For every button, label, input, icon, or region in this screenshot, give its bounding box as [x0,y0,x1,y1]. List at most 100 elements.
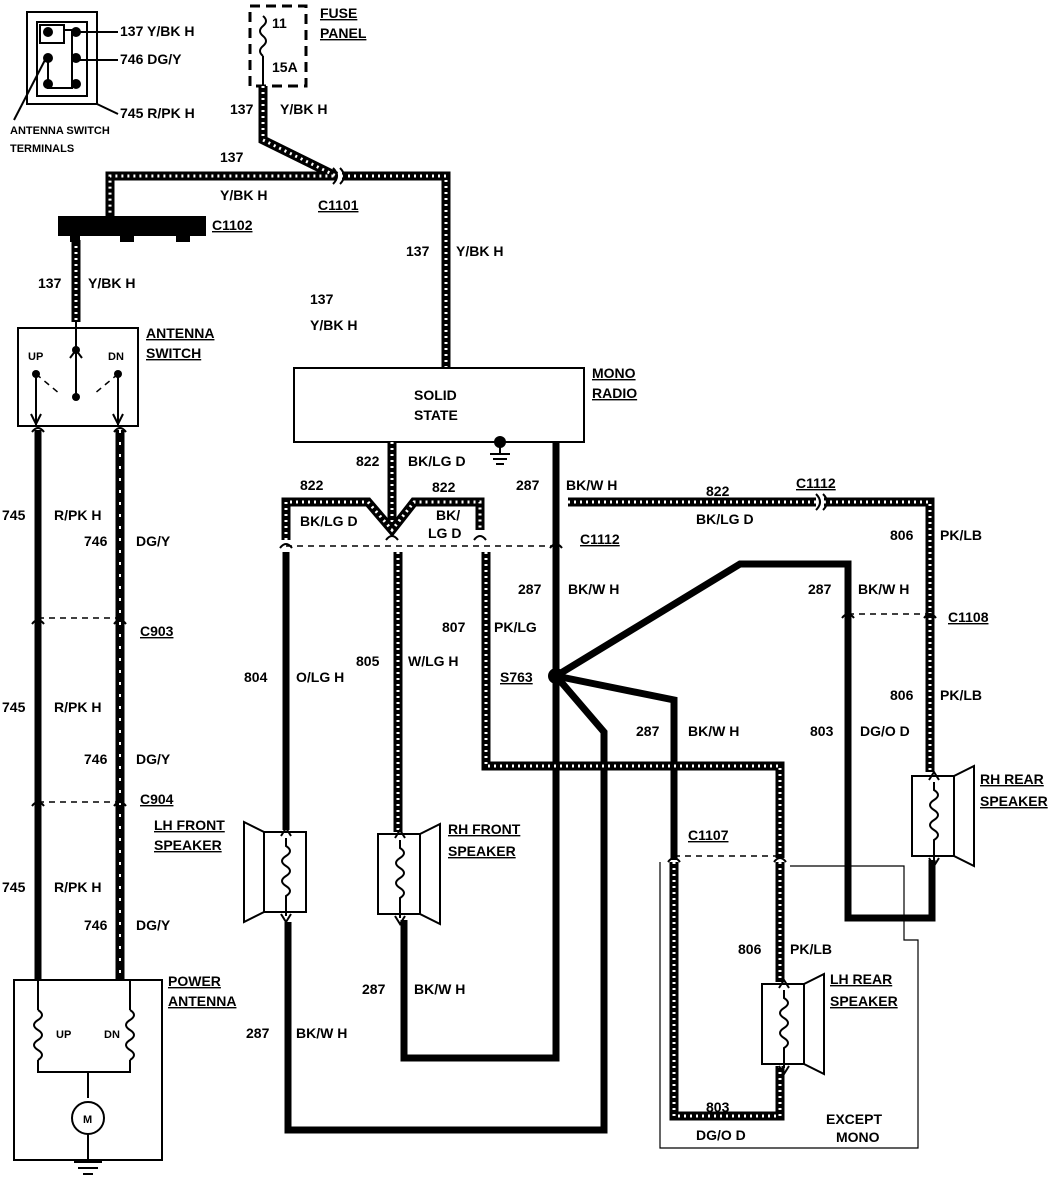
connector-c1112-mid: C1112 [580,531,620,547]
fuse-rating: 15A [272,59,298,75]
w803-r-num: 803 [810,723,834,739]
w287-top-col: BK/W H [566,477,617,493]
w287-r-col: BK/W H [858,581,909,597]
w287-mid-num: 287 [518,581,542,597]
rh-rear-speaker-label-line2: SPEAKER [980,793,1048,809]
w822-right-num: 822 [706,483,730,499]
w745-b-col: R/PK H [54,699,101,715]
w822-radio-col: BK/LG D [408,453,466,469]
splice-s763: S763 [500,669,533,685]
switch-dn-label: DN [108,351,124,363]
radio-label-line2: RADIO [592,385,637,401]
w807-col: PK/LG [494,619,537,635]
power-antenna-label-line1: POWER [168,973,221,989]
antenna-switch-terminals: 137 Y/BK H 746 DG/Y 745 R/PK H ANTENNA S… [10,11,195,155]
motor-dn-label: DN [104,1029,120,1041]
motor-up-label: UP [56,1029,71,1041]
w822-left-num: 822 [300,477,324,493]
terminal-pin-745-label: 745 R/PK H [120,105,195,121]
w287-mid-col: BK/W H [568,581,619,597]
wire-745-746 [31,427,127,980]
power-antenna-label-line2: ANTENNA [168,993,236,1009]
rh-rear-speaker-label-line1: RH REAR [980,771,1044,787]
lh-front-speaker [243,820,307,924]
w806-c-col: PK/LB [790,941,832,957]
w805-col: W/LG H [408,653,459,669]
w806-b-col: PK/LB [940,687,982,703]
w803-r-col: DG/O D [860,723,910,739]
rh-front-speaker [377,822,441,926]
except-mono-line1: EXCEPT [826,1111,882,1127]
radio-inner-line2: STATE [414,407,458,423]
w822-mid-col1: BK/ [436,507,460,523]
w137-fuse-col: Y/BK H [280,101,327,117]
terminals-caption-line1: ANTENNA SWITCH [10,125,110,137]
connector-c1102: C1102 [212,217,253,233]
w287-s-col: BK/W H [688,723,739,739]
connector-c1101: C1101 [318,197,359,213]
w822-left-col: BK/LG D [300,513,358,529]
fuse-panel: 11 15A FUSE PANEL [248,4,367,88]
w806-c-num: 806 [738,941,762,957]
fuse-panel-label-line2: PANEL [320,25,367,41]
connector-c1107-area [659,855,919,1149]
w822-right-col: BK/LG D [696,511,754,527]
connector-c1112 [279,535,563,549]
w746-c-num: 746 [84,917,108,933]
fuse-panel-label-line1: FUSE [320,5,357,21]
antenna-switch-label-line1: ANTENNA [146,325,214,341]
w746-c-col: DG/Y [136,917,171,933]
w803-b-col: DG/O D [696,1127,746,1143]
lh-rear-speaker-label-line2: SPEAKER [830,993,898,1009]
w745-b-num: 745 [2,699,26,715]
w745-a-num: 745 [2,507,26,523]
mono-radio: SOLID STATE [293,367,585,465]
connector-c1102-block [58,216,206,242]
antenna-switch: UP DN [17,322,139,427]
connector-c903: C903 [140,623,174,639]
rh-rear-speaker [911,764,975,868]
motor-symbol-label: M [83,1114,92,1126]
w137-radio-col: Y/BK H [456,243,503,259]
w137-fuse-num: 137 [230,101,254,117]
w822-mid-num: 822 [432,479,456,495]
w804-num: 804 [244,669,268,685]
w746-a-col: DG/Y [136,533,171,549]
w137-sw-col: Y/BK H [88,275,135,291]
w287-top-num: 287 [516,477,540,493]
w137-top-num: 137 [220,149,244,165]
terminal-pin-137-label: 137 Y/BK H [120,23,194,39]
wire-287-ground [284,442,936,1134]
lh-front-speaker-label-line1: LH FRONT [154,817,225,833]
w746-b-num: 746 [84,751,108,767]
w137-sw-num: 137 [38,275,62,291]
wire-807 [481,552,785,858]
connector-c1107: C1107 [688,827,729,843]
fuse-number: 11 [272,15,287,31]
wire-806-rh [815,493,937,772]
power-antenna: UP DN M [13,979,163,1175]
rh-front-speaker-label-line2: SPEAKER [448,843,516,859]
w746-a-num: 746 [84,533,108,549]
w805-num: 805 [356,653,380,669]
w287-r-num: 287 [808,581,832,597]
lh-front-speaker-label-line2: SPEAKER [154,837,222,853]
wire-137-feed [71,86,451,368]
connector-c1112-top: C1112 [796,475,836,491]
wire-822 [281,442,816,540]
w287-lf-col: BK/W H [296,1025,347,1041]
w806-a-num: 806 [890,527,914,543]
w137-radio-num: 137 [406,243,430,259]
w807-num: 807 [442,619,466,635]
w137-top-col: Y/BK H [220,187,267,203]
w287-rf-col: BK/W H [414,981,465,997]
antenna-switch-label-line2: SWITCH [146,345,201,361]
lh-rear-speaker-label-line1: LH REAR [830,971,892,987]
w287-s-num: 287 [636,723,660,739]
w806-b-num: 806 [890,687,914,703]
w746-b-col: DG/Y [136,751,171,767]
w804-col: O/LG H [296,669,344,685]
terminal-pin-746-label: 746 DG/Y [120,51,182,67]
w822-radio-num: 822 [356,453,380,469]
terminals-caption-line2: TERMINALS [10,143,74,155]
